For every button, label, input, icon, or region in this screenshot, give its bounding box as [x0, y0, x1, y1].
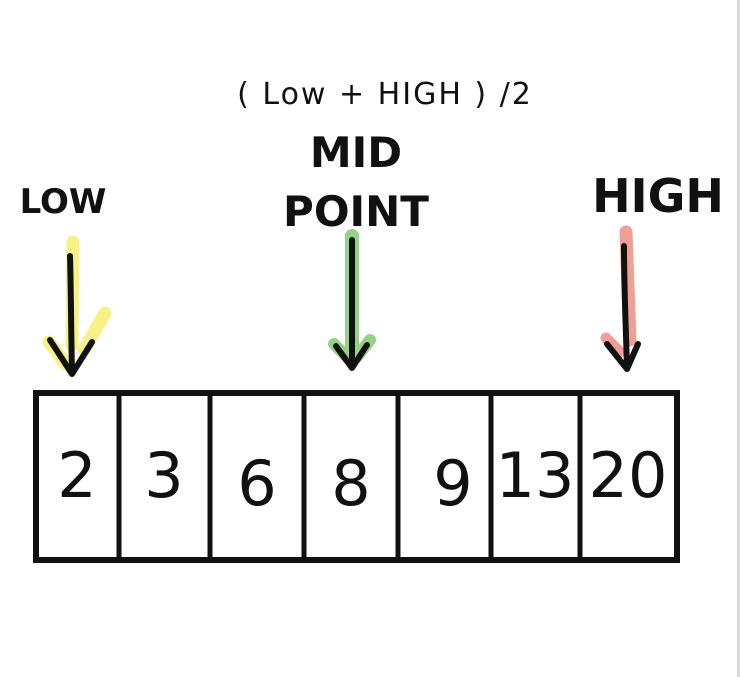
low-arrow — [42, 235, 112, 377]
array-cell-value: 13 — [496, 439, 575, 512]
mid-arrow — [328, 229, 376, 371]
midpoint-formula: ( Low + HIGH ) /2 — [237, 77, 533, 112]
array-box — [33, 390, 680, 563]
mid-label-line2: POINT — [283, 187, 429, 236]
mid-label-line1: MID — [310, 128, 402, 177]
array-cell-value: 6 — [237, 447, 276, 520]
low-label: LOW — [20, 182, 107, 222]
right-border — [737, 0, 740, 677]
array-cell-value: 9 — [433, 447, 472, 520]
array-cell-value: 3 — [144, 439, 183, 512]
array-cell-value: 20 — [589, 439, 668, 512]
high-label: HIGH — [592, 169, 724, 223]
array-cell-value: 2 — [57, 439, 96, 512]
array-outline — [33, 390, 680, 563]
array-cell-value: 8 — [331, 447, 370, 520]
high-arrow — [600, 225, 641, 372]
